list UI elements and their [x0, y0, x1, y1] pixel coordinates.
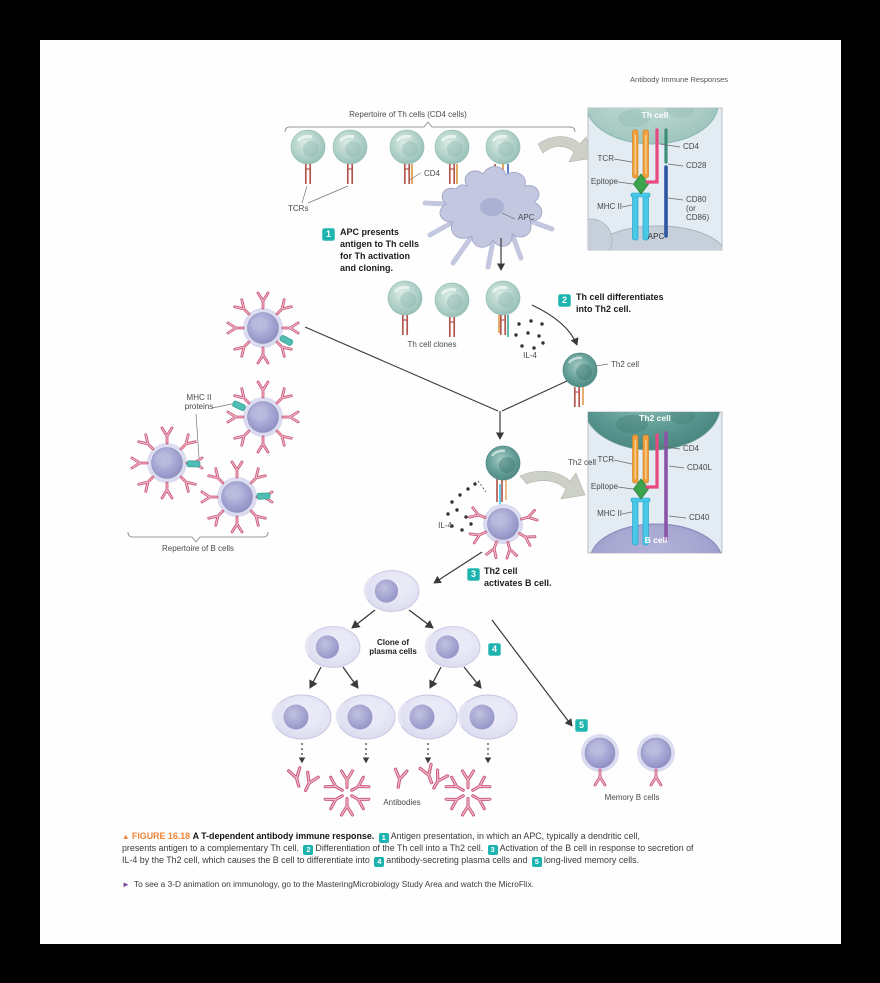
step1-text: APC presents antigen to Th cells for Th …	[340, 227, 420, 273]
inset1-apc-label: APC	[647, 232, 665, 241]
antibody-shapes	[287, 762, 490, 815]
textbook-page: Antibody Immune Responses Repertoire of …	[40, 40, 841, 944]
inset1-cd28-label: CD28	[686, 161, 707, 170]
inset1-title: Th cell	[641, 110, 669, 120]
note-text: To see a 3-D animation on immunology, go…	[133, 879, 535, 889]
mhc-ii-proteins-label: MHC II proteins	[184, 393, 214, 412]
caption-seg7: long-lived memory cells.	[543, 855, 640, 865]
caption-badge-5: 5	[531, 857, 542, 867]
caption-seg5: IL-4 by the Th2 cell, which causes the B…	[122, 855, 370, 865]
th-cell-clones	[386, 279, 522, 338]
caption-seg3: Differentiation of the Th cell into a Th…	[315, 843, 484, 853]
memory-b-cells-label: Memory B cells	[604, 793, 660, 802]
il4-dots-1	[514, 319, 545, 350]
apc-label: APC	[518, 213, 535, 222]
apc-dendritic-cell	[422, 166, 555, 270]
arrow-to-memory-cells	[491, 619, 573, 727]
inset2-bcell-label: B cell	[644, 535, 668, 545]
plasma-clone-tree	[271, 569, 519, 764]
inset1-mhc-label: MHC II	[597, 202, 622, 211]
caption-seg2: presents antigen to a complementary Th c…	[122, 843, 299, 853]
figure-number: FIGURE 16.18	[131, 831, 191, 841]
inset1-cd80-label: CD80 (or CD86)	[686, 195, 710, 223]
antibodies-label: Antibodies	[383, 798, 421, 807]
caption-badge-3: 3	[487, 845, 498, 855]
step2-badge: 2	[558, 294, 571, 307]
animation-note: ►To see a 3-D animation on immunology, g…	[122, 879, 534, 889]
il4-label-2: IL-4	[438, 521, 452, 530]
th2-b-interaction	[469, 444, 537, 558]
th-repertoire-label: Repertoire of Th cells (CD4 cells)	[349, 110, 467, 119]
step2-text: Th cell differentiates into Th2 cell.	[576, 292, 664, 314]
step5-badge: 5	[575, 719, 588, 732]
inset2-cd40l-label: CD40L	[687, 463, 712, 472]
caption-seg4: Activation of the B cell in response to …	[499, 843, 694, 853]
cd4-top-label: CD4	[424, 169, 441, 178]
inset2-cd4-label: CD4	[683, 444, 700, 453]
convergence-arrows	[304, 326, 568, 440]
b-repertoire-label: Repertoire of B cells	[161, 544, 235, 553]
il4-label-1: IL-4	[523, 351, 537, 360]
inset1-epitope-label: Epitope	[590, 177, 618, 186]
caption-badge-4: 4	[374, 857, 385, 867]
step3-text: Th2 cell activates B cell.	[484, 566, 552, 588]
memory-b-cells	[581, 734, 675, 785]
tcrs-label: TCRs	[288, 204, 309, 213]
step1-badge: 1	[322, 228, 335, 241]
th2-cell-label-1: Th2 cell	[611, 360, 640, 369]
diagram-canvas	[127, 107, 723, 944]
caption-badge-1: 1	[378, 833, 389, 843]
th-cell-clones-label: Th cell clones	[407, 340, 457, 349]
inset2-cd40-label: CD40	[689, 513, 710, 522]
inset2-mhc-label: MHC II	[597, 509, 622, 518]
figure-caption: ▲ FIGURE 16.18 A T-dependent antibody im…	[122, 831, 802, 867]
note-arrow-icon: ►	[122, 880, 130, 889]
inset2-title: Th2 cell	[639, 413, 671, 423]
b-cell-repertoire	[127, 293, 298, 543]
il4-dots-2	[446, 480, 487, 532]
caption-badge-2: 2	[303, 845, 314, 855]
figure-marker-icon: ▲	[122, 832, 130, 841]
inset-th-apc	[587, 107, 723, 251]
th2-cell-1	[561, 351, 609, 408]
th2-cell-label-2: Th2 cell	[568, 458, 597, 467]
inset2-epitope-label: Epitope	[590, 482, 618, 491]
caption-seg6: antibody-secreting plasma cells and	[386, 855, 528, 865]
caption-seg1: Antigen presentation, in which an APC, t…	[390, 831, 640, 841]
swoosh-arrow-to-th-apc-inset	[537, 136, 594, 163]
inset1-cd4-label: CD4	[683, 142, 700, 151]
swoosh-arrow-to-th2-b-inset	[519, 470, 586, 500]
th-repertoire-bracket	[284, 121, 576, 133]
inset1-tcr-label: TCR	[597, 154, 614, 163]
inset2-tcr-label: TCR	[597, 455, 614, 464]
arrow-clone-to-th2	[531, 304, 579, 346]
inset-th2-b	[587, 411, 723, 554]
step3-badge: 3	[467, 568, 480, 581]
running-head: Antibody Immune Responses	[630, 75, 728, 84]
arrow-to-plasma-clone	[433, 551, 483, 584]
clone-of-plasma-label: Clone of plasma cells	[369, 638, 417, 657]
caption-title: A T-dependent antibody immune response.	[192, 831, 375, 841]
step4-badge: 4	[488, 643, 501, 656]
